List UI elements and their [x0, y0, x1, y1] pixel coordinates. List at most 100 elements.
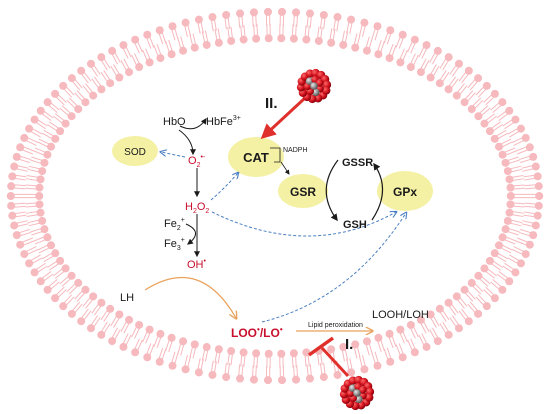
- lipid-head: [263, 7, 272, 16]
- lipid-head: [36, 277, 45, 286]
- lipid-tail: [513, 193, 525, 199]
- lipid-tail: [399, 48, 408, 62]
- gsr-label: GSR: [290, 185, 316, 199]
- lipid-head: [115, 310, 124, 319]
- lipid-head: [464, 66, 473, 75]
- lipid-head: [264, 349, 273, 358]
- lipid-tail: [25, 246, 38, 256]
- lipid-head: [533, 172, 542, 181]
- lipid-tail: [224, 16, 231, 30]
- lipid-head: [351, 43, 360, 52]
- lipid-head: [516, 124, 525, 133]
- lipid-head: [51, 89, 60, 98]
- lipid-tail: [464, 90, 476, 102]
- lipid-tail: [122, 46, 132, 59]
- enzyme-gpx: GPx: [377, 171, 433, 211]
- lipid-tail: [506, 227, 520, 236]
- lipid-head: [155, 357, 164, 366]
- lipid-head: [444, 53, 453, 62]
- hydroxyl-radical-label: OH•: [187, 258, 207, 271]
- lipid-head: [533, 211, 542, 220]
- lipid-tail: [507, 254, 521, 265]
- lipid-head: [406, 320, 415, 329]
- lipid-head: [67, 112, 76, 121]
- lipid-tail: [27, 219, 41, 227]
- lipid-tail: [293, 14, 299, 27]
- lipid-tail: [266, 24, 271, 37]
- lipid-tail: [253, 24, 259, 37]
- lipid-tail: [214, 351, 221, 364]
- lipid-head: [135, 320, 144, 329]
- lipid-head: [506, 192, 515, 200]
- lipid-tail: [279, 355, 284, 368]
- lipid-tail: [495, 129, 509, 140]
- lipid-tail: [100, 57, 111, 71]
- lipid-tail: [13, 184, 26, 190]
- lipid-tail: [456, 296, 468, 309]
- site-one-inhibitor-stem: [320, 346, 350, 378]
- lipid-tail: [490, 121, 503, 132]
- fe-redox-arrow: [185, 223, 196, 245]
- hbfe-label: HbFe3+: [206, 115, 241, 128]
- lipid-head: [398, 353, 407, 362]
- lipid-head: [452, 292, 461, 301]
- lipid-head: [302, 348, 311, 357]
- lipid-head: [20, 133, 29, 142]
- peroxide-to-gpx-arrow: [211, 212, 396, 237]
- lipid-head: [35, 200, 44, 209]
- lipid-head: [25, 259, 34, 268]
- lipid-head: [278, 7, 287, 16]
- lipid-head: [455, 59, 464, 68]
- lipid-head: [521, 250, 530, 259]
- lipid-head: [249, 8, 258, 17]
- lipid-tail: [55, 93, 67, 106]
- lipid-tail: [59, 105, 72, 117]
- lipid-tail: [142, 330, 151, 344]
- nadph-label: NADPH: [283, 147, 308, 154]
- lipid-tail: [507, 127, 521, 138]
- lipid-head: [108, 337, 117, 346]
- lipid-tail: [21, 237, 35, 246]
- lipid-tail: [333, 18, 340, 32]
- lipid-head: [43, 285, 52, 294]
- lipid-head: [30, 115, 39, 124]
- lipid-head: [143, 30, 152, 39]
- lipid-tail: [189, 346, 197, 359]
- lipid-head: [406, 63, 415, 72]
- lipid-head: [252, 34, 261, 43]
- lipid-head: [86, 59, 95, 68]
- lipid-head: [277, 34, 286, 43]
- lipid-tail: [371, 351, 379, 365]
- lipid-tail: [388, 335, 397, 348]
- lipid-tail: [495, 252, 509, 263]
- lipid-head: [236, 9, 245, 18]
- lipid-tail: [37, 138, 50, 148]
- lipid-head: [480, 264, 489, 273]
- lipid-tail: [120, 320, 130, 334]
- lipid-head: [480, 119, 489, 128]
- lipid-head: [131, 348, 140, 357]
- lipid-tail: [35, 119, 48, 130]
- lipid-head: [289, 34, 298, 43]
- lipid-head: [131, 35, 140, 44]
- lipid-tail: [388, 44, 397, 57]
- lipid-tail: [110, 64, 121, 77]
- lipid-head: [194, 368, 203, 377]
- lipid-head: [156, 54, 165, 63]
- lipid-tail: [184, 24, 192, 37]
- nanoparticle-atom: [365, 393, 374, 402]
- lipid-radical-label: LOO•/LO•: [231, 325, 283, 340]
- lipid-tail: [55, 286, 67, 299]
- cat-label: CAT: [243, 150, 269, 165]
- lipid-head: [498, 98, 507, 107]
- lipid-tail: [25, 193, 37, 199]
- lipid-tail: [341, 348, 349, 362]
- nadph-to-gsr-arrow: [280, 161, 290, 175]
- lipid-tail: [293, 365, 299, 378]
- lipid-tail: [240, 354, 246, 367]
- lipid-tail: [110, 315, 121, 328]
- lipid-head: [61, 119, 70, 128]
- lipid-tail: [37, 244, 50, 254]
- lipid-head: [25, 124, 34, 133]
- lipid-tail: [490, 102, 503, 113]
